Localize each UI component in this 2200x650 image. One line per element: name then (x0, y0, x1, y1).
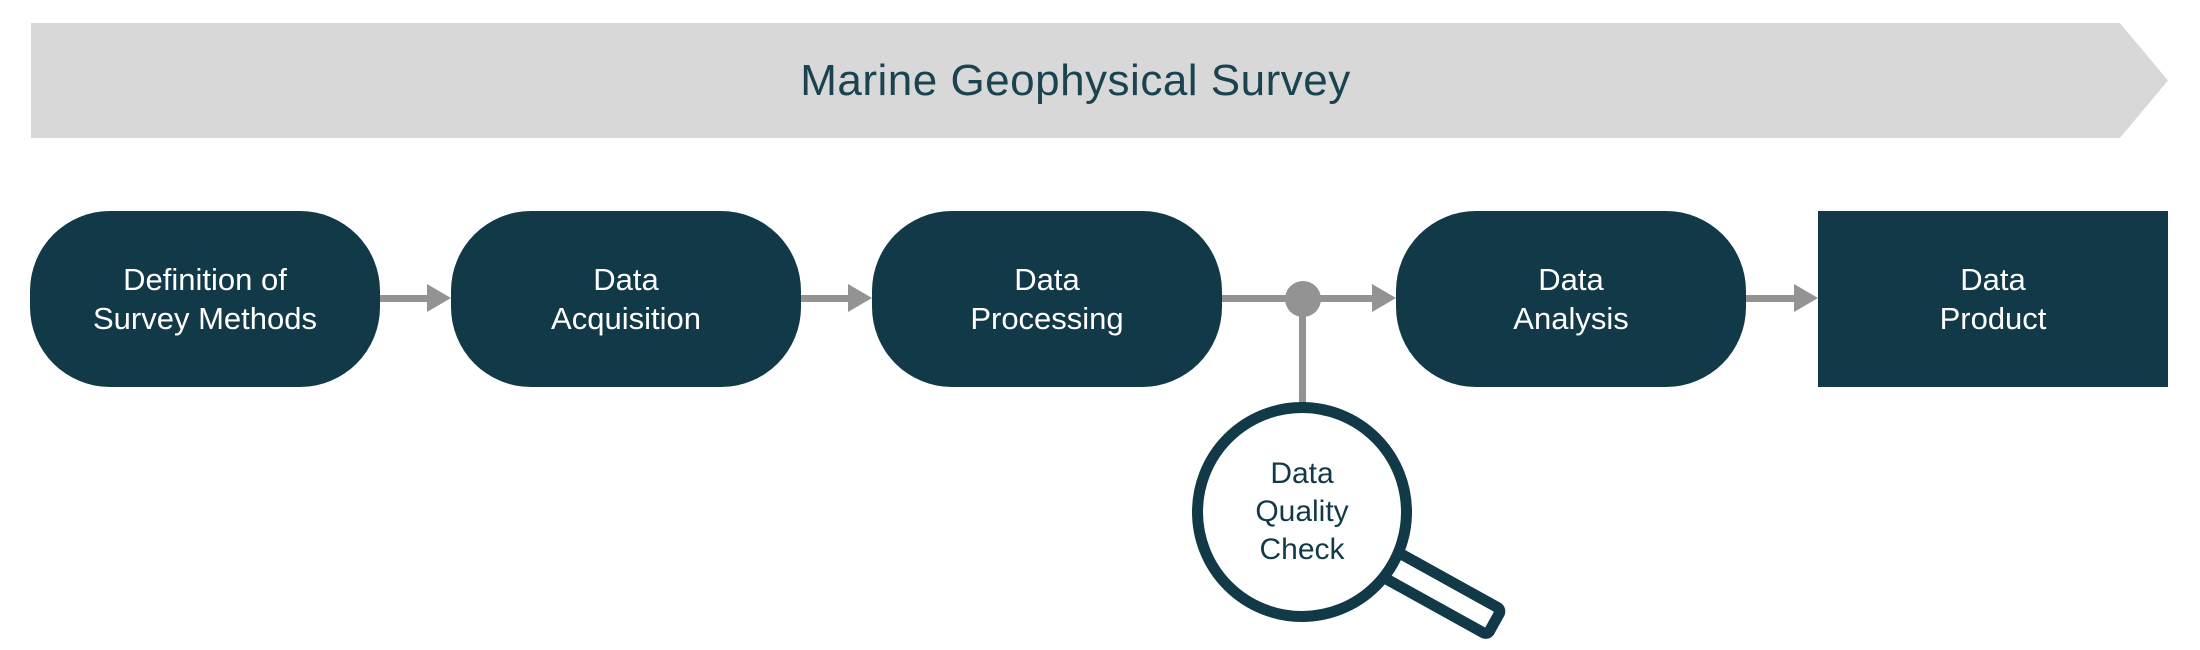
branch-connector-line (1299, 299, 1306, 405)
step-label-line: Data (1538, 262, 1604, 297)
step-box-data-product: Data Product (1818, 211, 2168, 387)
junction-dot (1285, 281, 1321, 317)
step-label-line: Analysis (1513, 301, 1629, 336)
flow-connector-line (801, 295, 848, 302)
arrowhead-icon (848, 284, 872, 312)
step-label-line: Product (1939, 301, 2047, 336)
step-label-line: Processing (970, 301, 1124, 336)
quality-check-label-line: Data (1270, 457, 1334, 490)
step-box-data-analysis: Data Analysis (1396, 211, 1746, 387)
step-box-definition-of-survey-methods: Definition of Survey Methods (30, 211, 380, 387)
step-label-line: Acquisition (551, 301, 701, 336)
step-label-line: Data (593, 262, 659, 297)
flow-connector-line (1746, 295, 1794, 302)
step-label-line: Data (1014, 262, 1080, 297)
step-box-data-processing: Data Processing (872, 211, 1222, 387)
quality-check-label-line: Quality (1255, 495, 1349, 528)
step-label-line: Definition of (123, 262, 287, 297)
step-label-line: Data (1960, 262, 2026, 297)
step-box-data-acquisition: Data Acquisition (451, 211, 801, 387)
quality-check-label-line: Check (1259, 533, 1345, 566)
page-title: Marine Geophysical Survey (800, 55, 1351, 105)
title-banner-arrow: Marine Geophysical Survey (31, 23, 2168, 138)
flow-connector-line (380, 295, 427, 302)
magnifier-lens-icon: Data Quality Check (1192, 402, 1412, 622)
arrowhead-icon (427, 284, 451, 312)
arrowhead-icon (1372, 284, 1396, 312)
step-label-line: Survey Methods (93, 301, 317, 336)
arrowhead-icon (1794, 284, 1818, 312)
